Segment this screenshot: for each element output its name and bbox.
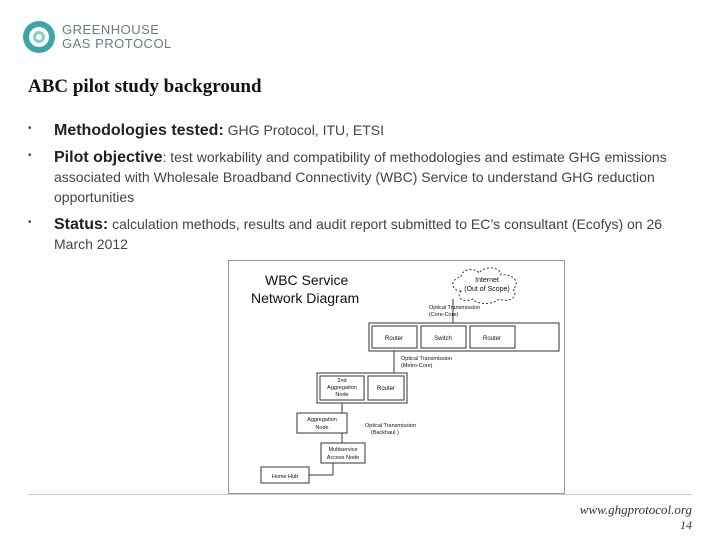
bullet-item-objective: • Pilot objective: test workability and … <box>28 147 678 207</box>
optical-metro-label-1: Optical Transmission <box>401 356 452 362</box>
agg2-node-box <box>319 375 365 401</box>
switch-box <box>420 325 467 349</box>
logo-text: GREENHOUSE GAS PROTOCOL <box>62 23 172 51</box>
agg-label-2: Node <box>315 425 328 431</box>
optical-backhaul-label-1: Optical Transmission <box>365 423 416 429</box>
bullet-dot-icon: • <box>28 123 32 134</box>
footer-divider <box>28 494 692 495</box>
bullet-label: Methodologies tested: <box>54 122 224 139</box>
network-diagram: WBC Service Network Diagram Internet (Ou… <box>228 260 565 494</box>
optical-core-label-2: (Core-Core) <box>429 312 459 318</box>
bullet-dot-icon: • <box>28 150 32 161</box>
msan-label-2: Access Node <box>327 455 359 461</box>
optical-metro-label-2: (Metro-Core) <box>401 363 433 369</box>
bullet-dot-icon: • <box>28 217 32 228</box>
internet-cloud: Internet (Out of Scope) <box>452 267 517 304</box>
router-b-label: Router <box>483 336 501 342</box>
router-a-box <box>371 325 418 349</box>
bullet-text: calculation methods, results and audit r… <box>54 216 663 252</box>
bullet-list: • Methodologies tested: GHG Protocol, IT… <box>28 120 678 261</box>
router-c-label: Router <box>377 386 395 392</box>
msan-label-1: Multiservice <box>328 447 357 453</box>
optical-core-label-1: Optical Transmission <box>429 305 480 311</box>
bullet-text: : test workability and compatibility of … <box>54 149 667 205</box>
cloud-label-2: (Out of Scope) <box>464 286 510 293</box>
network-diagram-svg: WBC Service Network Diagram Internet (Ou… <box>251 267 560 484</box>
logo-line-2: GAS PROTOCOL <box>62 36 172 51</box>
agg-label-1: Aggregation <box>307 417 337 423</box>
aggregation-node-box <box>296 412 348 434</box>
bullet-text: GHG Protocol, ITU, ETSI <box>223 122 385 138</box>
diagram-title-line1: WBC Service <box>265 272 348 288</box>
ghg-protocol-logo-icon <box>23 21 55 53</box>
optical-backhaul-label-2: (Backhaul ) <box>371 430 399 436</box>
footer-url[interactable]: www.ghgprotocol.org <box>579 502 692 517</box>
agg2-label-2: Aggregation <box>327 385 357 391</box>
switch-label: Switch <box>434 336 452 342</box>
router-c-box <box>367 375 405 401</box>
router-a-label: Router <box>385 336 403 342</box>
msan-box <box>320 442 366 464</box>
diagram-title-line2: Network Diagram <box>251 290 359 306</box>
bullet-label: Pilot objective <box>54 149 163 166</box>
cloud-label-1: Internet <box>475 277 499 284</box>
slide-title: ABC pilot study background <box>28 76 262 97</box>
home-hub-label: Home Hub <box>272 474 298 480</box>
bullet-label: Status: <box>54 216 109 233</box>
bullet-item-methodologies: • Methodologies tested: GHG Protocol, IT… <box>28 120 678 140</box>
logo-line-1: GREENHOUSE <box>62 22 160 37</box>
router-b-box <box>469 325 516 349</box>
page-number: 14 <box>680 518 692 532</box>
bullet-item-status: • Status: calculation methods, results a… <box>28 214 678 254</box>
agg2-label-3: Node <box>335 392 348 398</box>
agg2-label-1: 2nd <box>337 378 346 384</box>
logo: GREENHOUSE GAS PROTOCOL <box>22 20 172 54</box>
